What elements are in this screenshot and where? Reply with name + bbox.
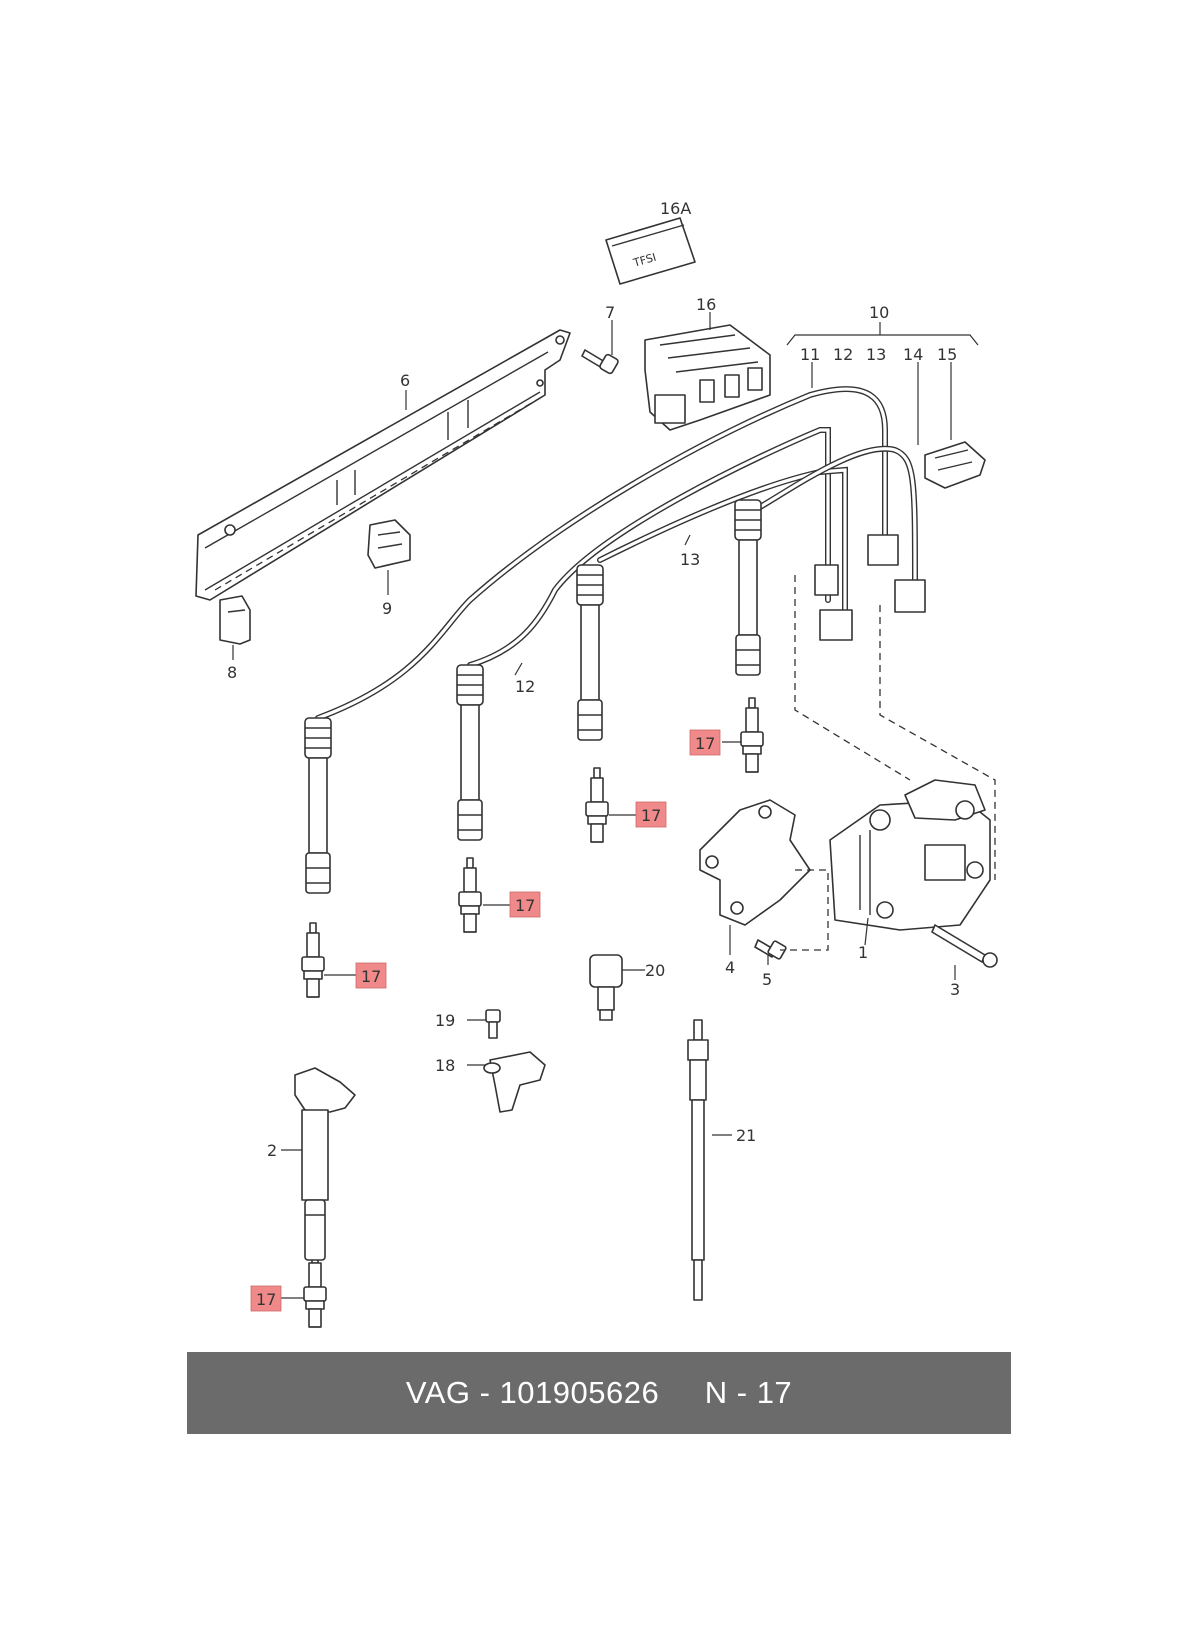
callout-14: 14	[903, 345, 923, 364]
distributor-cap-1	[829, 779, 991, 931]
spark-plug-2	[458, 857, 482, 933]
highlight-17-e	[250, 1285, 282, 1312]
highlight-17-c	[635, 801, 667, 828]
callout-13-top: 13	[866, 345, 886, 364]
callout-12-mid: 12	[515, 677, 535, 696]
callout-2: 2	[267, 1141, 277, 1160]
assembly-lines	[780, 575, 996, 951]
glow-plug-21	[687, 1019, 709, 1301]
ignition-coil-2	[294, 1067, 356, 1261]
spark-plug-4	[740, 697, 764, 773]
callout-17-b: 17	[515, 896, 535, 915]
ignition-wires	[315, 386, 918, 721]
sensor-20	[589, 954, 623, 1021]
callout-5: 5	[762, 970, 772, 989]
spark-plug-5	[303, 1252, 327, 1328]
boot-cyl-2	[456, 664, 484, 841]
callout-12-top: 12	[833, 345, 853, 364]
highlight-17-b	[509, 891, 541, 918]
callout-17-d: 17	[695, 734, 715, 753]
clip-8	[219, 595, 251, 645]
part-number-banner: VAG - 101905626 N - 17	[187, 1352, 1011, 1434]
callout-17-e: 17	[256, 1290, 276, 1309]
callout-10: 10	[869, 303, 889, 322]
callout-17-a: 17	[361, 967, 381, 986]
cover-16a: TFSI	[605, 217, 696, 285]
callout-labels: 16A 16 7 10 11 12 13 14 15 6 9 8 13 12 1…	[227, 199, 960, 1309]
svg-text:TFSI: TFSI	[631, 251, 658, 270]
bolt-19	[485, 1009, 501, 1039]
callout-18: 18	[435, 1056, 455, 1075]
callout-19: 19	[435, 1011, 455, 1030]
screw-5	[754, 939, 787, 960]
callout-11: 11	[800, 345, 820, 364]
bracket-4	[699, 799, 811, 926]
highlight-boxes	[250, 729, 721, 1312]
part-number-text: VAG - 101905626 N - 17	[405, 1375, 793, 1410]
callout-17-c: 17	[641, 806, 661, 825]
callout-20: 20	[645, 961, 665, 980]
callout-16a: 16A	[660, 199, 691, 218]
spark-plug-3	[585, 767, 609, 843]
boot-cyl-4	[734, 499, 762, 676]
clip-15	[924, 441, 986, 489]
sensor-18	[483, 1051, 546, 1113]
leader-lines	[232, 312, 979, 1299]
wire-terminals	[814, 534, 926, 641]
callout-1: 1	[858, 943, 868, 962]
screw-7	[581, 349, 619, 375]
callout-7: 7	[605, 303, 615, 322]
gasket-bracket	[195, 329, 571, 601]
spark-plug-1	[301, 922, 325, 998]
coil-pack-16	[644, 324, 771, 431]
callout-3: 3	[950, 980, 960, 999]
callout-15: 15	[937, 345, 957, 364]
callout-8: 8	[227, 663, 237, 682]
callout-21: 21	[736, 1126, 756, 1145]
bolt-3	[931, 924, 998, 968]
boot-cyl-3	[576, 564, 604, 741]
callout-9: 9	[382, 599, 392, 618]
callout-4: 4	[725, 958, 735, 977]
highlight-17-a	[355, 962, 387, 989]
callout-16: 16	[696, 295, 716, 314]
callout-13-mid: 13	[680, 550, 700, 569]
callout-6: 6	[400, 371, 410, 390]
clip-9	[367, 519, 411, 569]
boot-cyl-1	[304, 717, 332, 894]
highlight-17-d	[689, 729, 721, 756]
